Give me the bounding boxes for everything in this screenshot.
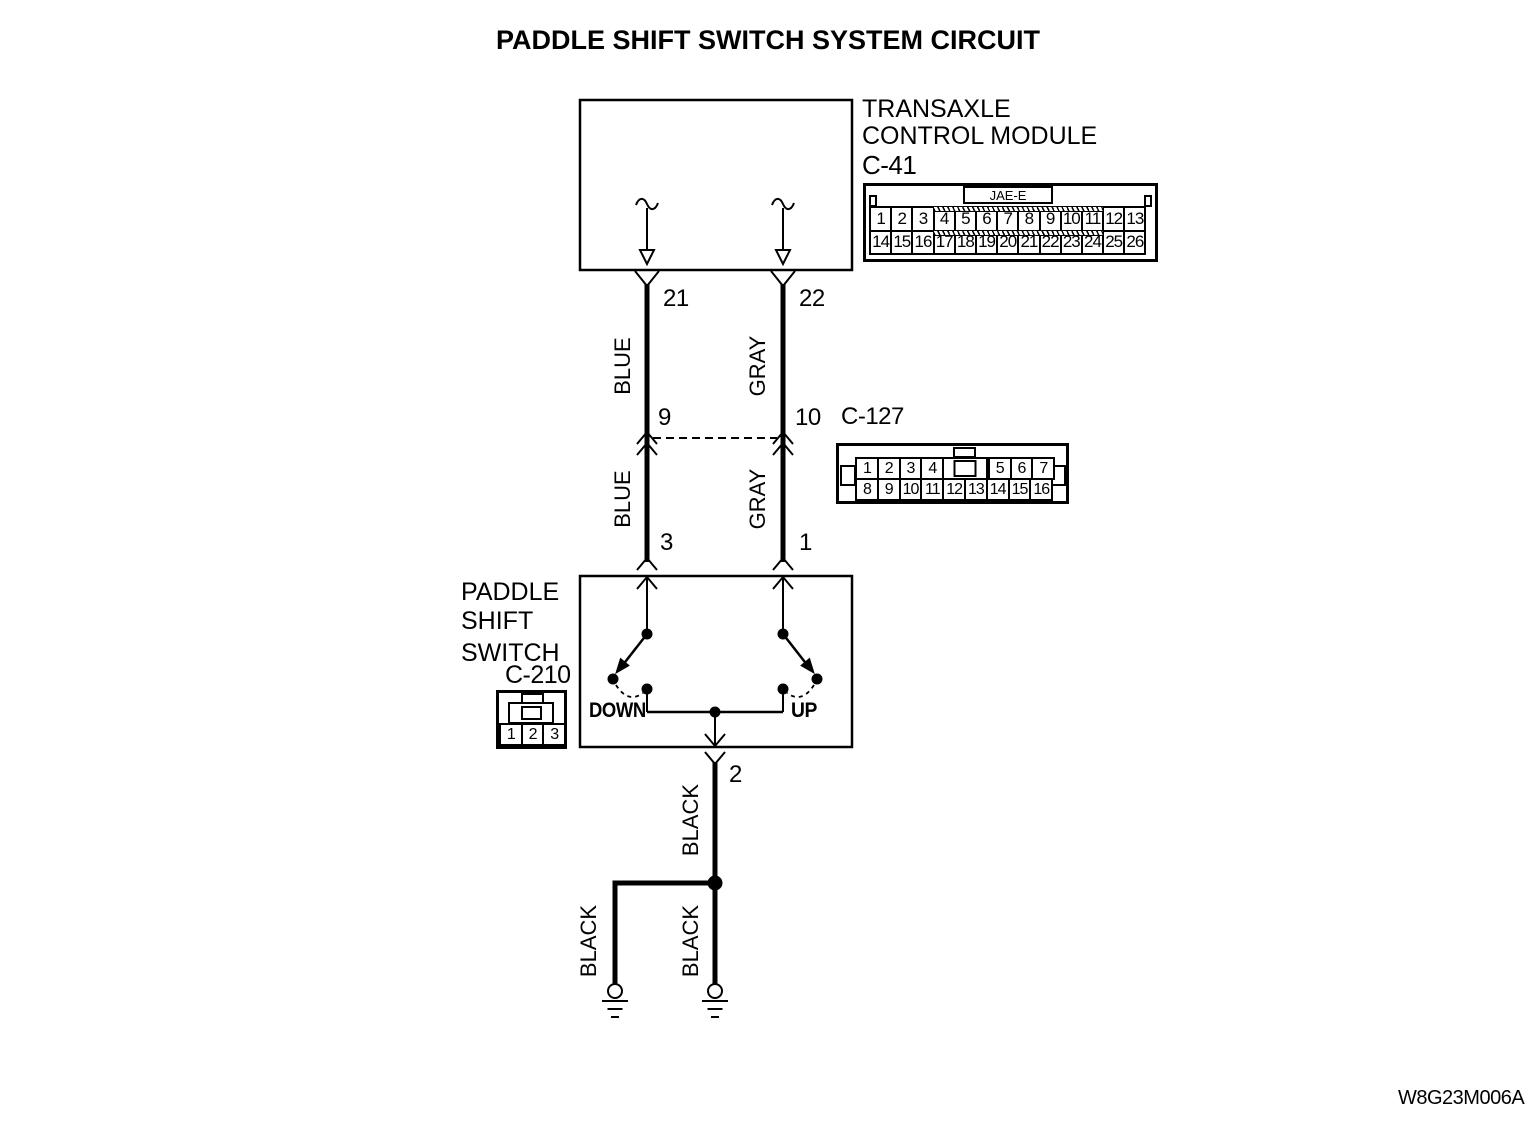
- pin-cell: 16: [911, 229, 935, 255]
- pin-cell: 13: [963, 478, 988, 501]
- pin-label-2: 2: [729, 761, 742, 788]
- pin-cell: 1: [499, 723, 523, 746]
- wire-color-label-gray-lower: GRAY: [745, 468, 770, 530]
- c210-connector-id: C-210: [505, 661, 571, 689]
- paddle-switch-name-line3: SWITCH: [461, 639, 560, 667]
- pin-cell: 2: [890, 206, 914, 232]
- up-switch: [777, 628, 823, 712]
- c127-inline-connector-left: [636, 430, 658, 456]
- pin-cell: 14: [869, 229, 893, 255]
- tcm-internal-arrow-left: [635, 197, 659, 267]
- wire-black-left-branch: [612, 880, 713, 985]
- c41-notch-right: [1144, 195, 1152, 207]
- pin-cell: 6: [1009, 457, 1034, 480]
- pin-cell: 4: [920, 457, 945, 480]
- pin-cell: 1: [869, 206, 893, 232]
- pin-label-3: 3: [660, 529, 673, 556]
- c210-keyway-inner: [521, 706, 542, 720]
- terminal-fork-pin22: [770, 270, 796, 287]
- pin-cell: 12: [942, 478, 966, 501]
- down-switch-label: DOWN: [589, 699, 646, 722]
- tcm-name-line1: TRANSAXLE: [862, 95, 1011, 123]
- tcm-name-line2: CONTROL MODULE: [862, 122, 1098, 150]
- pin-cell: 15: [890, 229, 914, 255]
- pin-cell: 16: [1029, 478, 1054, 501]
- c127-inline-connector-right: [772, 430, 794, 456]
- pin-label-22: 22: [799, 285, 825, 312]
- paddle-switch-name-line2: SHIFT: [461, 607, 534, 635]
- tcm-connector-id: C-41: [862, 150, 917, 180]
- pin-cell: 3: [898, 457, 923, 480]
- wire-color-label-black-left: BLACK: [576, 904, 601, 978]
- paddle-switch-box: [578, 574, 854, 749]
- page-title: PADDLE SHIFT SWITCH SYSTEM CIRCUIT: [496, 25, 1040, 55]
- c41-shield-hatch-bottom: [932, 229, 1105, 236]
- pin-label-9: 9: [658, 404, 671, 431]
- pin-cell: 11: [920, 478, 945, 501]
- up-switch-label: UP: [791, 699, 817, 722]
- pin-cell: 12: [1102, 206, 1126, 232]
- switch-entry-pin3: [636, 556, 658, 634]
- pin-cell: 9: [876, 478, 901, 501]
- pin-label-21: 21: [663, 285, 689, 312]
- c127-connector-id: C-127: [841, 403, 904, 430]
- pin-cell: 7: [1031, 457, 1056, 480]
- pin-cell: 25: [1102, 229, 1126, 255]
- wire-color-label-black-upper: BLACK: [678, 783, 703, 857]
- pin-label-10: 10: [795, 404, 821, 431]
- pin-cell: 2: [520, 723, 545, 746]
- pin-cell: 1: [855, 457, 879, 480]
- pin-cell: 26: [1123, 229, 1147, 255]
- wire-color-label-gray-upper: GRAY: [745, 335, 770, 397]
- down-switch: [607, 628, 653, 712]
- paddle-switch-name-line1: PADDLE: [461, 578, 560, 606]
- c41-keying-label-box: JAE-E: [963, 186, 1053, 204]
- wire-color-label-blue-upper: BLUE: [610, 337, 635, 395]
- pin-cell: 3: [542, 723, 567, 746]
- drawing-code: W8G23M006A: [1398, 1087, 1525, 1109]
- pin-cell: 14: [985, 478, 1010, 501]
- terminal-fork-pin21: [634, 270, 660, 287]
- c127-keyway-cell: [942, 457, 988, 480]
- tcm-internal-arrow-right: [771, 197, 795, 267]
- tcm-box: [578, 98, 854, 272]
- pin-cell: 10: [898, 478, 923, 501]
- pin-cell: 13: [1123, 206, 1147, 232]
- wire-color-label-black-right: BLACK: [678, 904, 703, 978]
- ground-symbol-right: [702, 983, 728, 1018]
- ground-symbol-left: [602, 983, 628, 1018]
- c41-shield-hatch-top: [932, 206, 1105, 212]
- c127-keyway-inner: [953, 460, 977, 477]
- pin-cell: 15: [1007, 478, 1032, 501]
- c127-side-tab-left: [840, 465, 856, 486]
- pin-cell: 3: [911, 206, 935, 232]
- pin-label-1: 1: [799, 529, 812, 556]
- wire-color-label-blue-lower: BLUE: [610, 470, 635, 528]
- pin-cell: 5: [987, 457, 1012, 480]
- pin-cell: 2: [876, 457, 901, 480]
- switch-entry-pin1: [772, 556, 794, 634]
- pin-cell: 8: [855, 478, 879, 501]
